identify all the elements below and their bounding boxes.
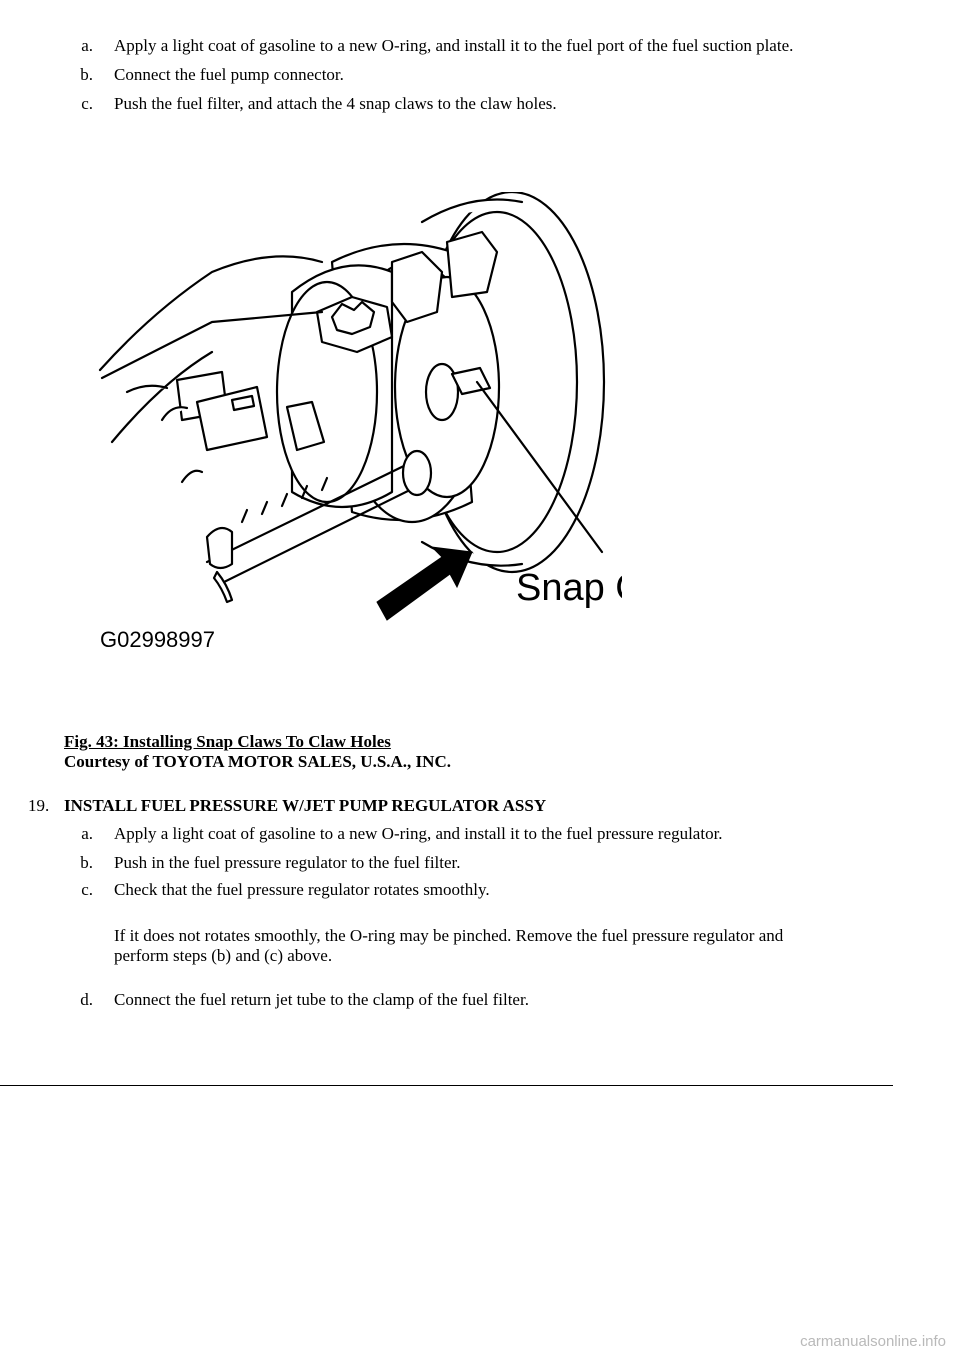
step-a-letter: a. <box>81 36 93 55</box>
step-a-text: Apply a light coat of gasoline to a new … <box>114 36 794 55</box>
section-number: 19. <box>28 796 50 815</box>
step-b-letter: b. <box>80 65 93 84</box>
step-c-letter: c. <box>81 94 93 113</box>
watermark: carmanualsonline.info <box>800 1333 946 1350</box>
step-c-letter: c. <box>81 880 93 899</box>
step-a-letter: a. <box>81 824 93 843</box>
step-b-text: Push in the fuel pressure regulator to t… <box>114 853 461 872</box>
figure-code: G02998997 <box>100 627 215 652</box>
note-line-1: If it does not rotates smoothly, the O-r… <box>114 926 784 945</box>
step-a-text: Apply a light coat of gasoline to a new … <box>114 824 723 843</box>
step-d-text: Connect the fuel return jet tube to the … <box>114 990 529 1009</box>
figure-caption-courtesy: Courtesy of TOYOTA MOTOR SALES, U.S.A., … <box>64 752 451 771</box>
fuel-filter-illustration: Snap Claw G02998997 <box>98 192 622 652</box>
step-b-letter: b. <box>80 853 93 872</box>
step-d-letter: d. <box>80 990 93 1009</box>
step-c-text: Check that the fuel pressure regulator r… <box>114 880 490 899</box>
step-b-text: Connect the fuel pump connector. <box>114 65 344 84</box>
section-title: INSTALL FUEL PRESSURE W/JET PUMP REGULAT… <box>64 796 547 815</box>
note-line-2: perform steps (b) and (c) above. <box>114 946 333 965</box>
figure-caption-title[interactable]: Fig. 43: Installing Snap Claws To Claw H… <box>64 732 391 751</box>
step-c-text: Push the fuel filter, and attach the 4 s… <box>114 94 557 113</box>
page-divider <box>0 1085 893 1086</box>
snap-claw-label: Snap Claw <box>516 567 622 609</box>
